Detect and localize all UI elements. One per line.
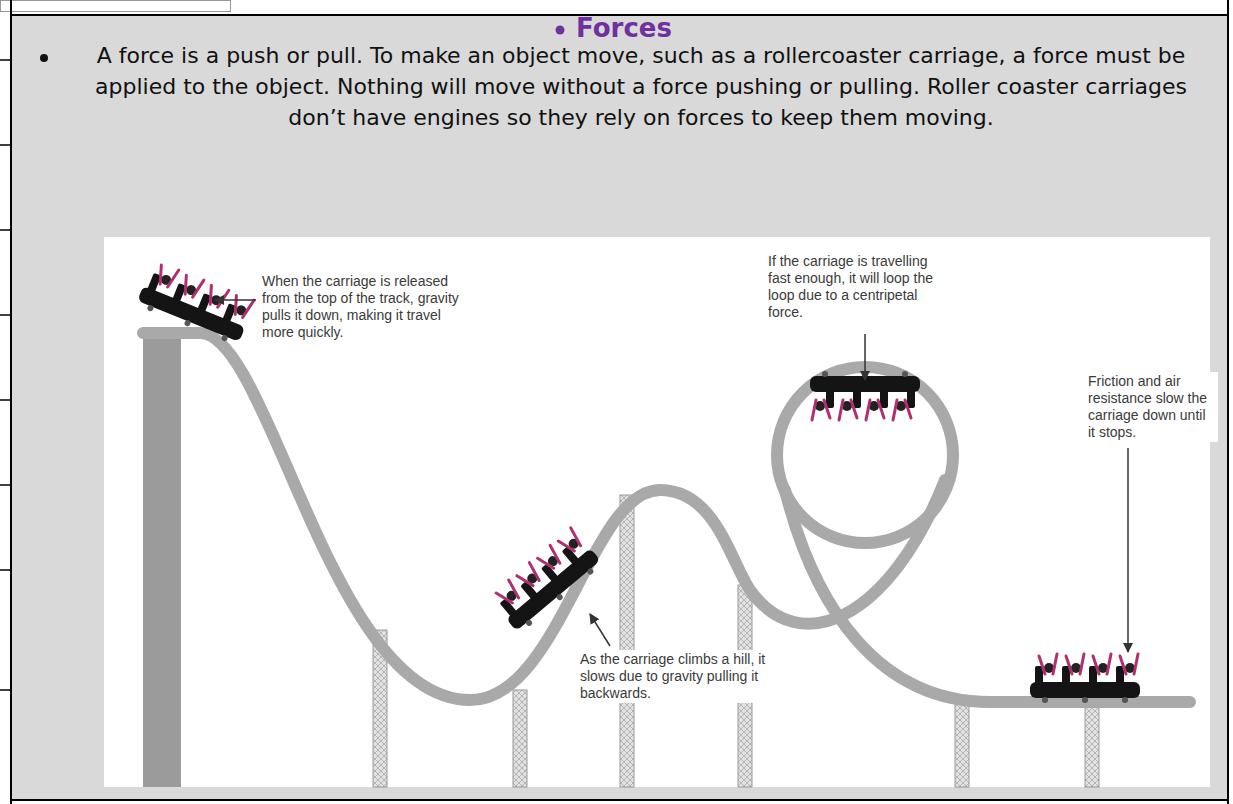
intro-paragraph: A force is a push or pull. To make an ob… <box>66 40 1216 133</box>
carriage <box>1030 654 1140 703</box>
leader-arrow <box>1127 448 1129 652</box>
title-heading: Forces <box>576 13 672 43</box>
callout-note: Friction and air resistance slow the car… <box>1086 372 1218 442</box>
leader-arrow <box>864 334 866 380</box>
track <box>143 333 1190 702</box>
callout-note: When the carriage is released from the t… <box>260 272 469 342</box>
illustration-ground <box>104 237 1210 787</box>
leader-arrow <box>215 299 256 301</box>
callout-note: As the carriage climbs a hill, it slows … <box>578 650 772 703</box>
leader-arrow <box>590 614 610 646</box>
callout-note: If the carriage is travelling fast enoug… <box>766 252 942 322</box>
bullet <box>556 26 565 35</box>
launch-tower <box>143 336 181 787</box>
bullet <box>40 54 48 62</box>
support-pillars <box>373 495 1099 787</box>
carriage <box>135 260 255 347</box>
carriage <box>488 527 604 635</box>
